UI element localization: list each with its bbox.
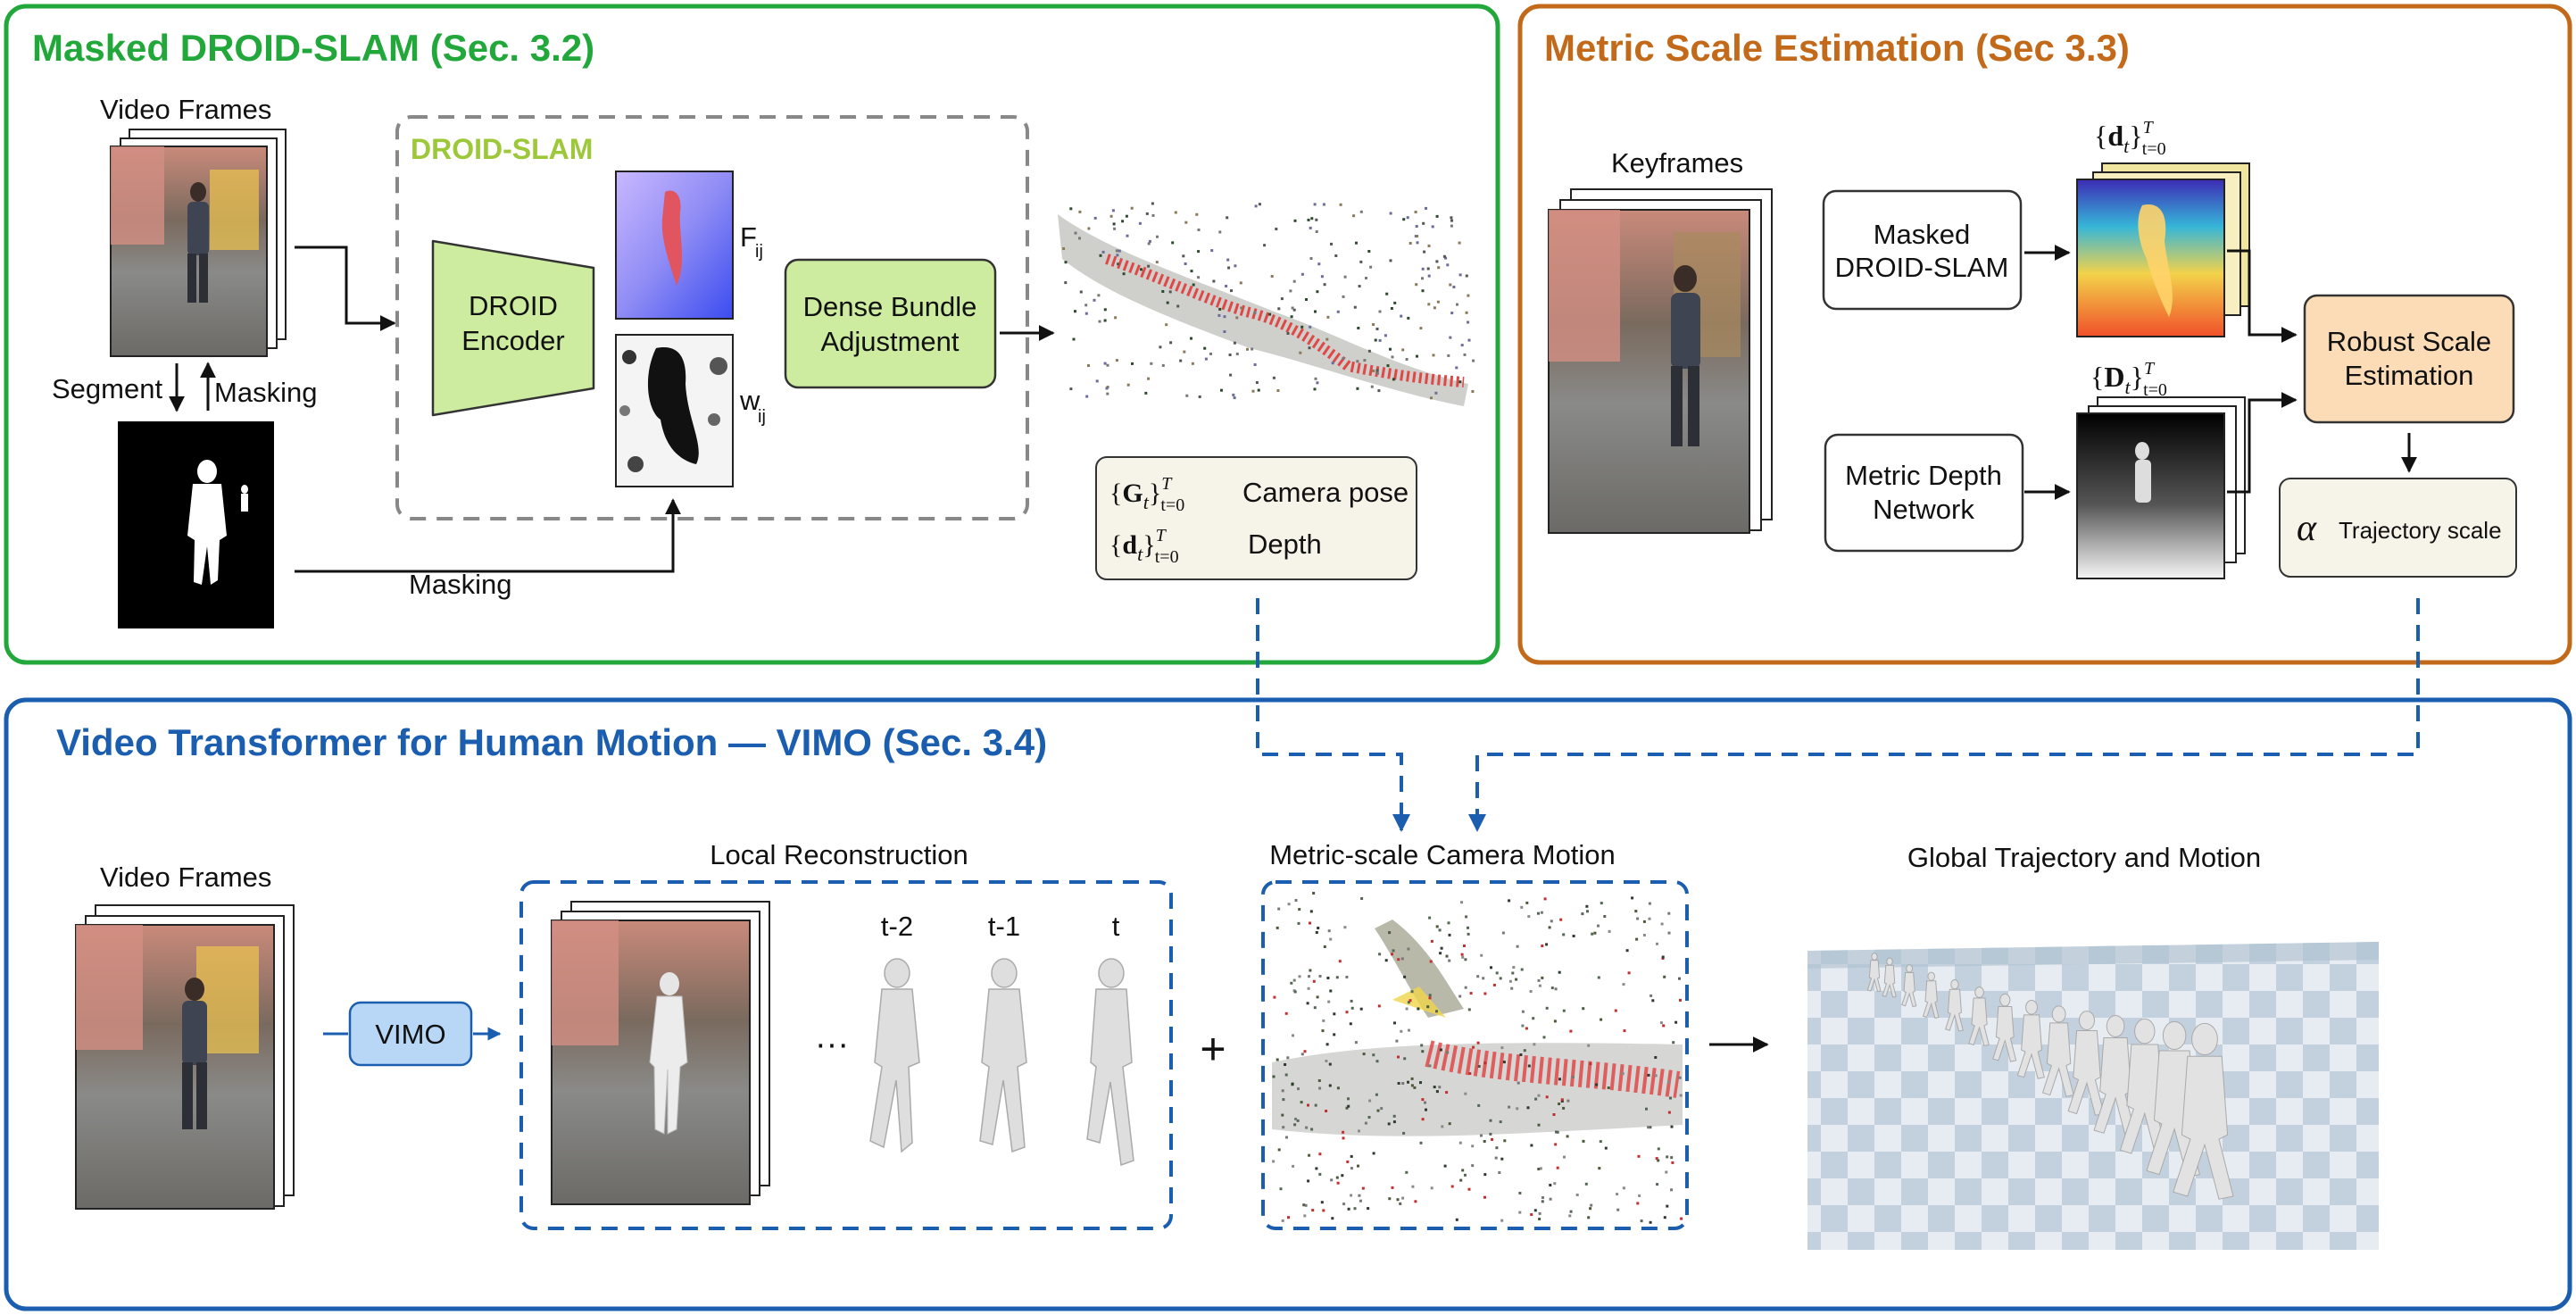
droid-panel [4, 4, 1500, 665]
walking-body [1968, 986, 1990, 1047]
encoder-line-1: DROID [469, 290, 558, 321]
global-trajectory-label: Global Trajectory and Motion [1907, 842, 2261, 873]
droid-encoder [431, 239, 595, 417]
masked-droid-line-1: Masked [1874, 219, 1971, 250]
droid-video-frames-label: Video Frames [100, 94, 271, 125]
camera-motion-point-cloud [1272, 920, 1683, 1136]
dba-line-1: Dense Bundle [803, 291, 977, 322]
metric-depth-line-2: Network [1873, 494, 1974, 525]
w-sub: ij [758, 407, 766, 427]
vimo-panel-title: Video Transformer for Human Motion — VIM… [56, 721, 1047, 763]
masked-droid-slam-box [1822, 189, 2023, 311]
body-mesh-t [1086, 958, 1134, 1167]
local-reconstruction-box [519, 880, 1173, 1230]
point-cloud-top [1058, 214, 1468, 406]
flow-image [615, 171, 734, 320]
masking-label-up: Masking [214, 377, 317, 408]
droid-panel-title: Masked DROID-SLAM (Sec. 3.2) [32, 27, 594, 69]
vimo-video-frames-label: Video Frames [100, 861, 271, 893]
droid-slam-box [395, 115, 1029, 520]
local-reconstruction-label: Local Reconstruction [710, 839, 968, 870]
dense-bundle-adjustment [784, 258, 997, 389]
body-mesh-t-minus-2 [869, 958, 920, 1153]
camera-motion-dots [1272, 892, 1683, 1224]
dba-line-2: Adjustment [820, 326, 959, 357]
body-mesh-t-minus-1 [979, 958, 1027, 1153]
point-cloud-top-dots [1062, 202, 1475, 400]
vimo-video-frames-stack [75, 904, 295, 1210]
legend-depth-label: Depth [1248, 528, 1322, 560]
walking-body [1944, 978, 1964, 1032]
legend-pose-label: Camera pose [1242, 477, 1408, 508]
segmentation-mask [118, 421, 274, 628]
f-label: F [740, 221, 757, 253]
walking-body [1992, 993, 2017, 1062]
alpha-symbol: α [2297, 508, 2317, 549]
t-label-minus-1: t-1 [988, 911, 1020, 942]
walking-body [1882, 957, 1897, 998]
walking-body [2041, 1005, 2074, 1097]
walking-bodies [1866, 953, 2234, 1200]
camera-motion-box [1261, 880, 1689, 1230]
masking-label-bottom: Masking [409, 569, 511, 600]
t-label-minus-2: t-2 [881, 911, 913, 942]
walking-body [2093, 1014, 2136, 1136]
f-sub: ij [755, 242, 763, 262]
robust-scale-line-2: Estimation [2345, 360, 2474, 391]
segment-label: Segment [52, 373, 162, 404]
droid-depth-stack [2076, 162, 2250, 337]
ellipsis: ··· [815, 1026, 849, 1063]
w-label: w [739, 385, 760, 416]
local-reconstruction-frames [551, 901, 770, 1205]
weight-image [615, 334, 734, 487]
metric-depth-line-1: Metric Depth [1845, 460, 2002, 491]
camera-motion-label: Metric-scale Camera Motion [1269, 839, 1616, 870]
trajectory-scale-box [2279, 478, 2517, 578]
vimo-box-label: VIMO [375, 1019, 445, 1050]
robust-scale-line-1: Robust Scale [2327, 326, 2491, 357]
droid-video-frames-stack [110, 129, 287, 357]
keyframes-stack [1548, 188, 1773, 534]
vimo-box [348, 1001, 473, 1067]
metric-depth-stack [2076, 396, 2246, 579]
t-label-current: t [1112, 911, 1120, 942]
metric-depth-network-box [1824, 433, 2024, 553]
masked-droid-line-2: DROID-SLAM [1835, 252, 2009, 283]
walking-body [2016, 999, 2045, 1079]
walking-body [1866, 953, 1882, 993]
trajectory-scale-label: Trajectory scale [2339, 517, 2502, 544]
droid-output-legend [1095, 456, 1417, 580]
walking-body [2067, 1011, 2105, 1116]
encoder-line-2: Encoder [461, 325, 564, 356]
scale-panel-title: Metric Scale Estimation (Sec 3.3) [1544, 27, 2130, 69]
plus-sign: + [1200, 1024, 1226, 1074]
keyframes-label: Keyframes [1611, 147, 1743, 179]
droid-slam-label: DROID-SLAM [411, 133, 593, 165]
scale-panel [1517, 4, 2572, 665]
vimo-panel [4, 697, 2572, 1311]
walking-body [2173, 1022, 2234, 1200]
walking-body [2119, 1018, 2168, 1157]
walking-body [1901, 964, 1917, 1008]
walking-body [1922, 971, 1940, 1019]
robust-scale-box [2303, 294, 2515, 424]
